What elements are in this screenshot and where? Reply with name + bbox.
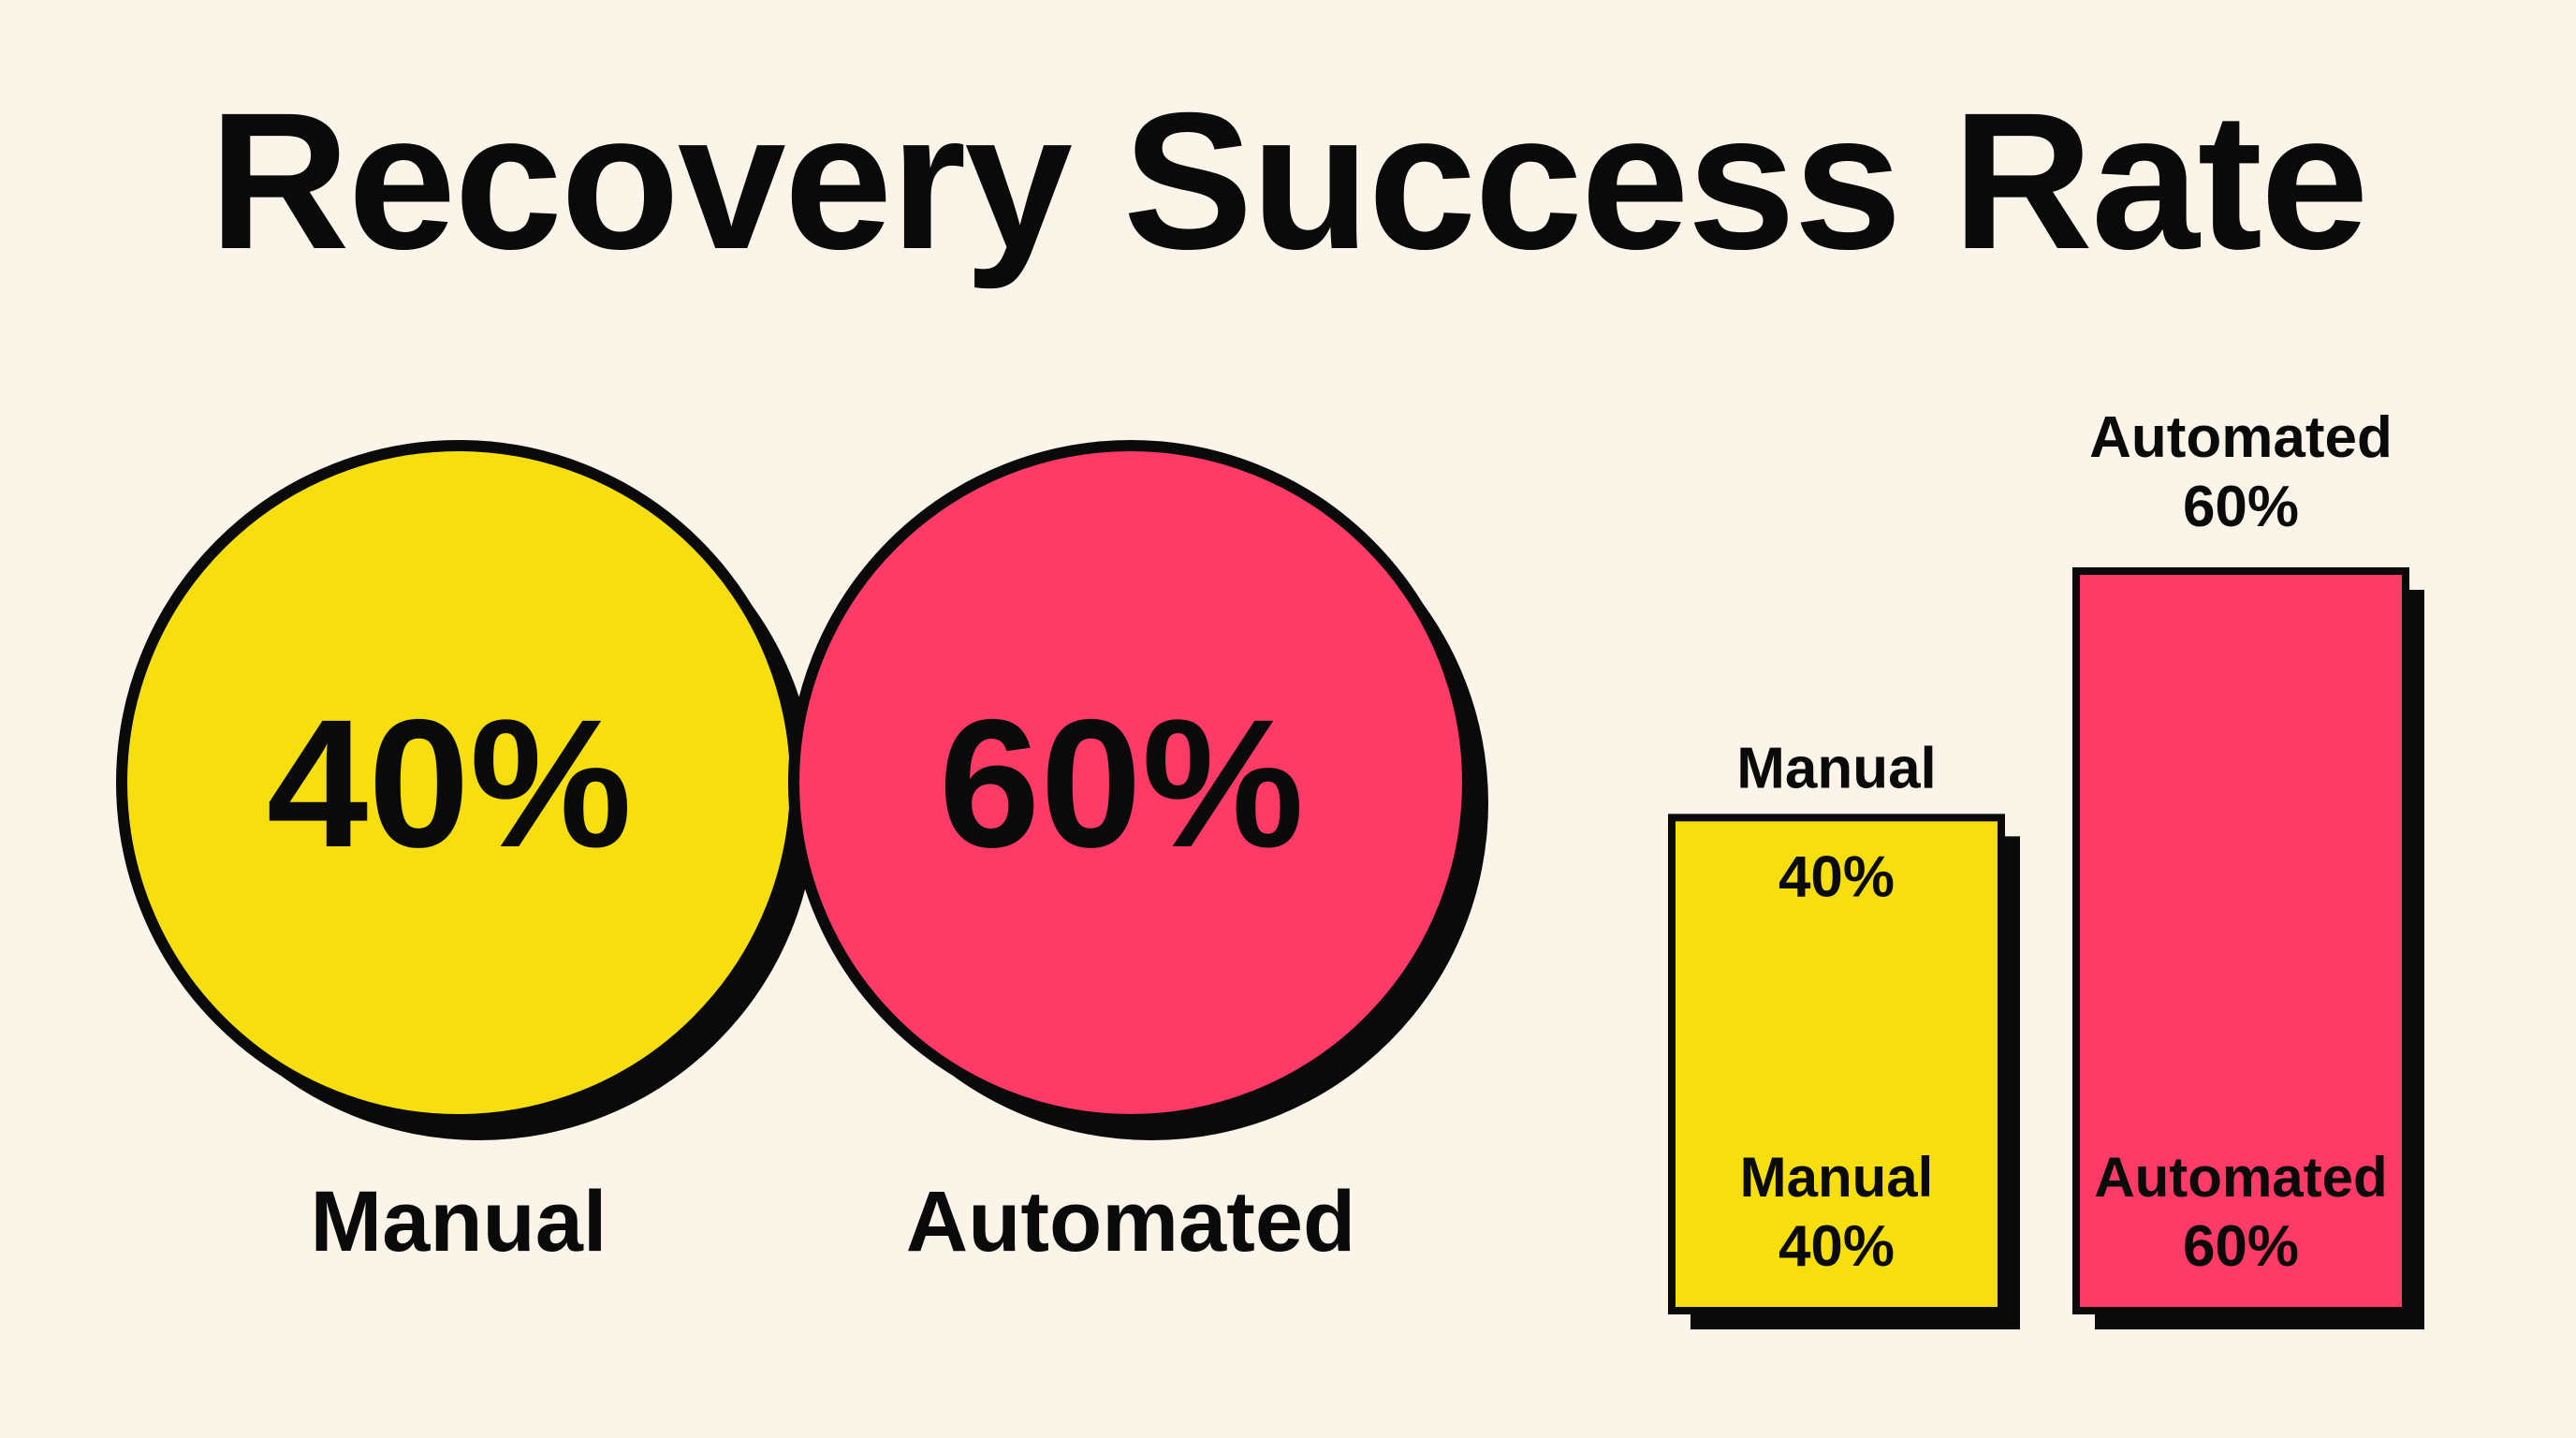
automated-circle-value: 60%	[939, 682, 1304, 886]
manual-bar	[1668, 814, 2005, 1314]
manual-circle-value: 40%	[267, 682, 632, 886]
automated-circle	[788, 440, 1473, 1125]
automated-bar	[2072, 567, 2409, 1314]
automated-bar-bottom-category: Automated	[2094, 1146, 2387, 1209]
manual-bar-inner-value: 40%	[1778, 844, 1895, 909]
automated-bar-top-category: Automated	[2089, 405, 2393, 470]
automated-bar-top-value: 60%	[2183, 475, 2299, 539]
manual-bar-top-category: Manual	[1736, 736, 1937, 800]
manual-bar-bottom-value: 40%	[1778, 1214, 1895, 1279]
manual-bar-bottom-category: Manual	[1740, 1146, 1934, 1209]
manual-circle-label: Manual	[311, 1174, 607, 1269]
automated-circle-label: Automated	[906, 1174, 1355, 1269]
chart-title: Recovery Success Rate	[209, 73, 2368, 290]
automated-bar-bottom-value: 60%	[2183, 1214, 2299, 1279]
